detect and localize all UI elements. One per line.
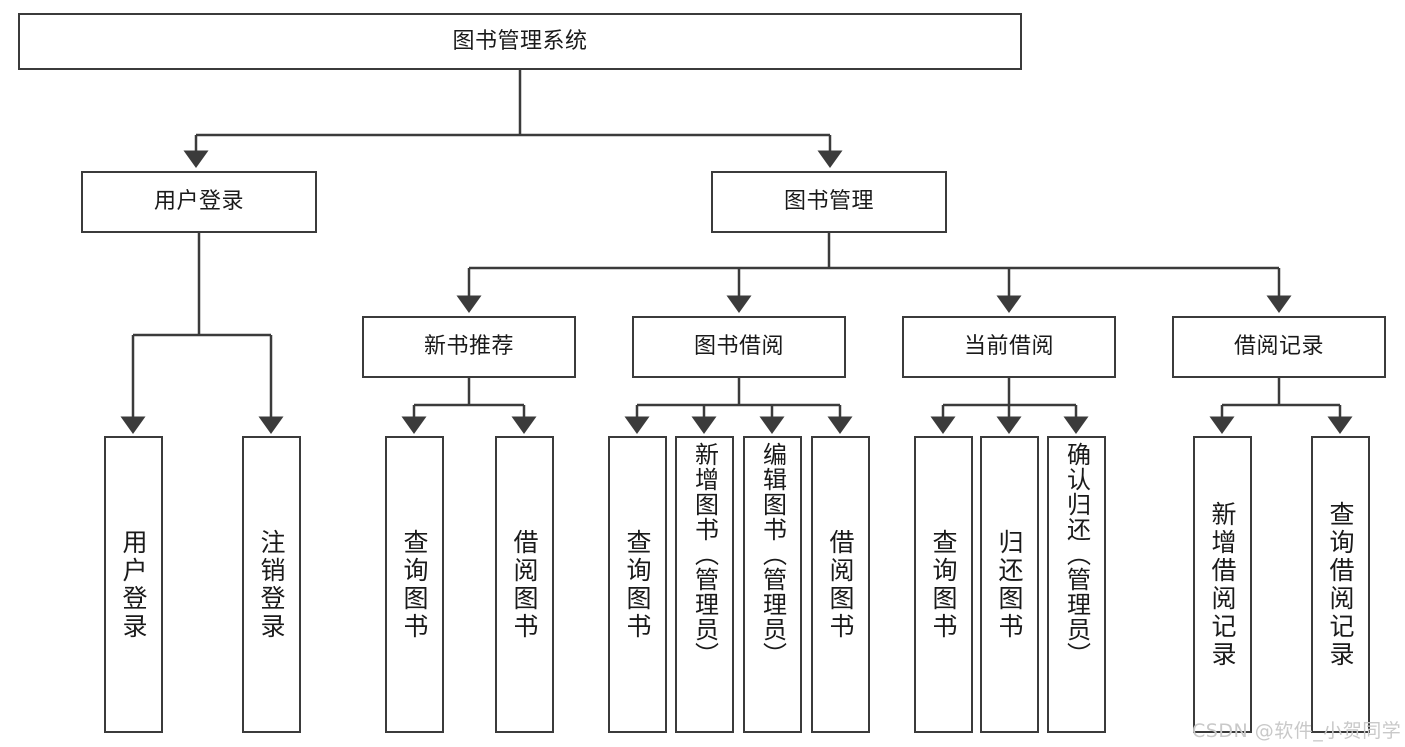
node-label: 查询图书: [623, 528, 652, 641]
leaf-borrow-record-add-record[interactable]: 新增借阅记录: [1193, 436, 1252, 733]
leaf-book-borrow-borrow-book[interactable]: 借阅图书: [811, 436, 870, 733]
node-new-book-recommend[interactable]: 新书推荐: [362, 316, 576, 378]
node-label: 新增借阅记录: [1208, 500, 1237, 669]
node-label: 用户登录: [153, 189, 244, 215]
node-label: 编辑图书（管理员）: [758, 442, 787, 667]
node-book-management[interactable]: 图书管理: [711, 171, 947, 233]
node-label: 图书管理: [783, 189, 874, 215]
node-label: 查询图书: [929, 528, 958, 641]
leaf-new-book-borrow-book[interactable]: 借阅图书: [495, 436, 554, 733]
node-label: 查询借阅记录: [1326, 500, 1355, 669]
node-root-system[interactable]: 图书管理系统: [18, 13, 1022, 70]
node-label: 借阅记录: [1233, 334, 1324, 360]
leaf-book-borrow-edit-book[interactable]: 编辑图书（管理员）: [743, 436, 802, 733]
leaf-user-login-logout[interactable]: 注销登录: [242, 436, 301, 733]
leaf-user-login-login[interactable]: 用户登录: [104, 436, 163, 733]
leaf-current-borrow-query-book[interactable]: 查询图书: [914, 436, 973, 733]
node-label: 用户登录: [119, 528, 148, 641]
leaf-borrow-record-query-record[interactable]: 查询借阅记录: [1311, 436, 1370, 733]
node-label: 确认归还（管理员）: [1062, 442, 1091, 667]
leaf-current-borrow-return-book[interactable]: 归还图书: [980, 436, 1039, 733]
node-user-login[interactable]: 用户登录: [81, 171, 317, 233]
node-label: 借阅图书: [826, 528, 855, 641]
node-label: 图书借阅: [693, 334, 784, 360]
node-label: 新书推荐: [423, 334, 514, 360]
leaf-book-borrow-query-book[interactable]: 查询图书: [608, 436, 667, 733]
node-label: 注销登录: [257, 528, 286, 641]
node-current-borrow[interactable]: 当前借阅: [902, 316, 1116, 378]
node-label: 当前借阅: [963, 334, 1054, 360]
node-label: 图书管理系统: [452, 28, 588, 54]
node-book-borrow[interactable]: 图书借阅: [632, 316, 846, 378]
node-label: 借阅图书: [510, 528, 539, 641]
leaf-book-borrow-add-book[interactable]: 新增图书（管理员）: [675, 436, 734, 733]
leaf-current-borrow-confirm-return[interactable]: 确认归还（管理员）: [1047, 436, 1106, 733]
node-label: 新增图书（管理员）: [690, 442, 719, 667]
node-label: 查询图书: [400, 528, 429, 641]
node-label: 归还图书: [995, 528, 1024, 641]
leaf-new-book-query-book[interactable]: 查询图书: [385, 436, 444, 733]
watermark: CSDN @软件_小贺同学: [1192, 720, 1402, 742]
node-borrow-record[interactable]: 借阅记录: [1172, 316, 1386, 378]
